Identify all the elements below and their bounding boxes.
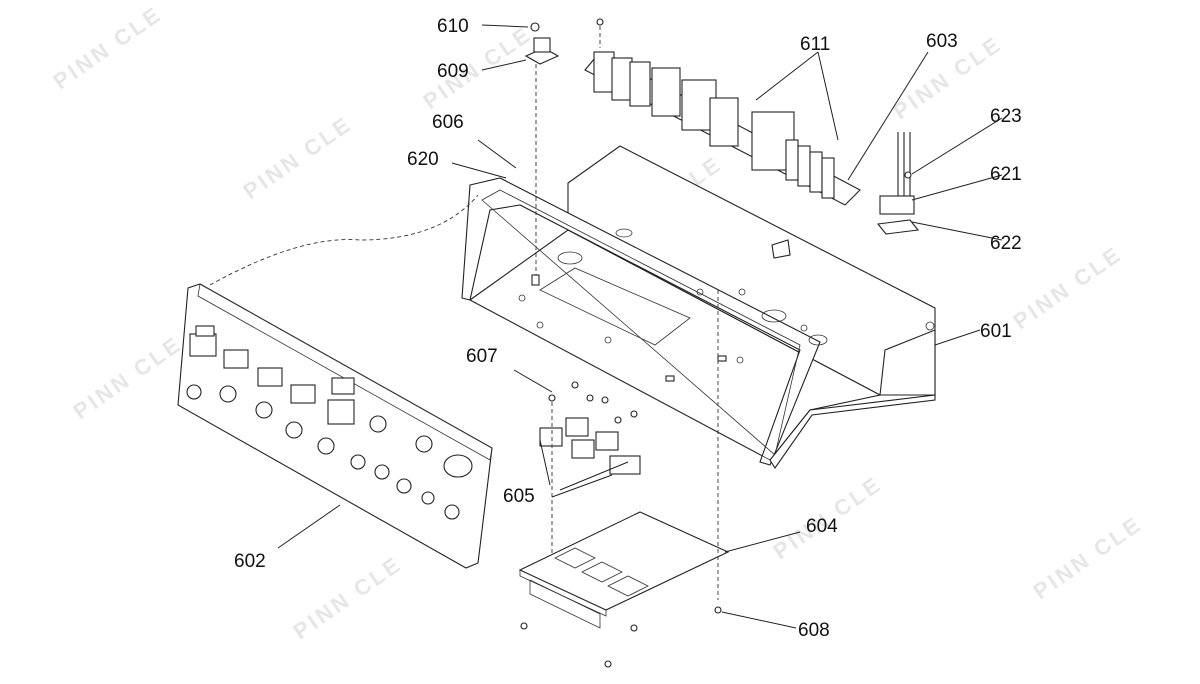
callout-labels: 610 609 606 620 611 603 623 621 622 601 … (234, 16, 1022, 641)
meter-icon (290, 384, 316, 404)
label-604: 604 (806, 516, 838, 537)
label-610: 610 (437, 16, 469, 37)
display-icon (331, 377, 355, 395)
relay-parts-605 (539, 381, 641, 565)
watermark: PINN CLE (69, 331, 187, 424)
leader-lines (277, 24, 1003, 629)
heatsink-plate-604 (518, 290, 730, 668)
control-panel-602 (177, 194, 493, 569)
controller-display-icon (327, 399, 355, 425)
label-602: 602 (234, 551, 266, 572)
knob-icons (186, 384, 473, 520)
watermark: PINN CLE (49, 1, 167, 94)
watermark: PINN CLE (1009, 241, 1127, 334)
label-609: 609 (437, 61, 469, 82)
meter-icon (223, 349, 249, 369)
label-606: 606 (432, 112, 464, 133)
screw-608-icon (714, 606, 722, 614)
watermark: PINN CLE (1029, 511, 1147, 604)
bracket-622-icon (876, 219, 920, 235)
breaker-icons (593, 51, 835, 199)
heatsink-fins (529, 579, 601, 629)
enclosure-601 (461, 145, 936, 469)
din-rail-components-603 (584, 18, 861, 206)
label-603: 603 (926, 31, 958, 52)
label-622: 622 (990, 233, 1022, 254)
component-621 (876, 132, 920, 235)
label-621: 621 (990, 164, 1022, 185)
main-switch-icon (189, 333, 217, 357)
screw-607-icon (548, 394, 556, 402)
nut-610-icon (530, 22, 540, 32)
meter-icon (257, 367, 283, 387)
emergency-stop-icon (443, 454, 473, 478)
label-623: 623 (990, 106, 1022, 127)
label-620: 620 (407, 149, 439, 170)
label-607: 607 (466, 346, 498, 367)
screw-623-icon (904, 171, 912, 179)
label-608: 608 (798, 620, 830, 641)
label-601: 601 (980, 321, 1012, 342)
label-611: 611 (800, 34, 830, 55)
bracket-609 (524, 22, 560, 286)
watermark: PINN CLE (289, 551, 407, 644)
watermark: PINN CLE (239, 111, 357, 204)
label-605: 605 (503, 486, 535, 507)
